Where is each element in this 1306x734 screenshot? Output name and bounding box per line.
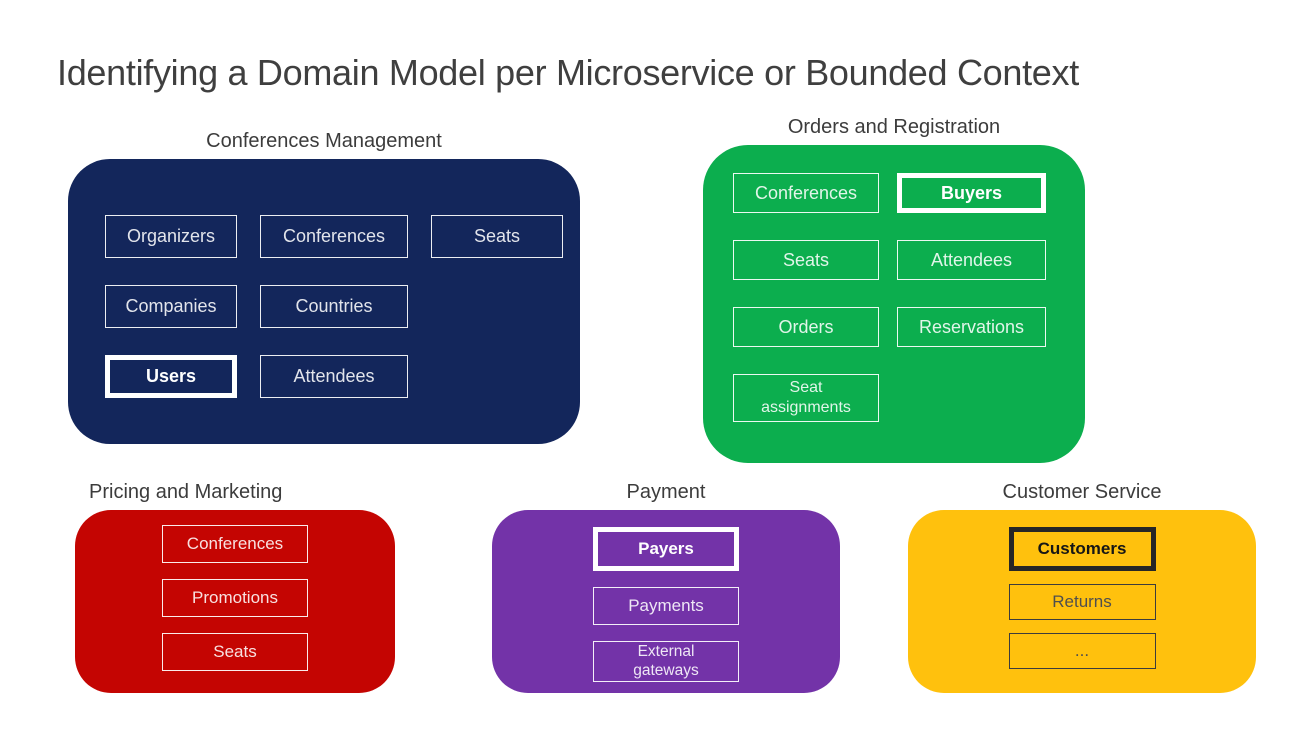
- entity-buyers: Buyers: [897, 173, 1046, 213]
- context-label-payment: Payment: [626, 481, 706, 503]
- page-title: Identifying a Domain Model per Microserv…: [57, 52, 1079, 94]
- entity-row: Seats: [75, 633, 395, 671]
- entity-row: Returns: [908, 584, 1256, 620]
- entity-row: Payments: [492, 587, 840, 625]
- entity-label: Payments: [628, 596, 704, 616]
- entity-label: ...: [1074, 641, 1090, 661]
- entity-ellipsis: ...: [1008, 633, 1156, 669]
- entity-conferences: Conferences: [162, 525, 308, 563]
- entity-row: Conferences Buyers: [733, 173, 1085, 213]
- entity-row: Seat assignments: [733, 374, 1085, 422]
- entity-label: Payers: [638, 539, 694, 559]
- entity-attendees: Attendees: [260, 355, 408, 398]
- entity-label: Returns: [1052, 592, 1112, 612]
- entity-row: Payers: [492, 527, 840, 571]
- entity-label: Companies: [125, 296, 217, 317]
- context-conferences-management: Conferences Management Organizers Confere…: [68, 130, 580, 444]
- entity-label: Users: [145, 366, 197, 387]
- entity-row: Organizers Conferences Seats: [105, 215, 580, 258]
- context-label-orders-and-registration: Orders and Registration: [787, 116, 1001, 138]
- entity-label: Seats: [473, 226, 521, 247]
- context-orders-and-registration: Orders and Registration Conferences Buyer…: [703, 116, 1085, 463]
- entity-countries: Countries: [260, 285, 408, 328]
- entity-label: Reservations: [918, 316, 1025, 337]
- entity-payments: Payments: [593, 587, 739, 625]
- entity-label: Seats: [213, 642, 257, 662]
- entity-attendees: Attendees: [897, 240, 1046, 280]
- entity-promotions: Promotions: [162, 579, 308, 617]
- entity-row: ...: [908, 633, 1256, 669]
- entity-label: Buyers: [940, 182, 1003, 203]
- entity-users: Users: [105, 355, 237, 398]
- context-label-conferences-management: Conferences Management: [206, 130, 442, 152]
- entity-seats: Seats: [431, 215, 563, 258]
- entity-conferences: Conferences: [260, 215, 408, 258]
- entity-label: Organizers: [126, 226, 216, 247]
- entity-payers: Payers: [593, 527, 739, 571]
- entity-conferences: Conferences: [733, 173, 879, 213]
- entity-label: Promotions: [192, 588, 278, 608]
- entity-customers: Customers: [1008, 527, 1156, 571]
- entity-label: Seats: [782, 249, 830, 270]
- entity-label: Conferences: [282, 226, 386, 247]
- entity-label: Attendees: [293, 366, 375, 387]
- entity-returns: Returns: [1008, 584, 1156, 620]
- entity-seats: Seats: [162, 633, 308, 671]
- entity-seats: Seats: [733, 240, 879, 280]
- entity-row: Customers: [908, 527, 1256, 571]
- context-label-customer-service: Customer Service: [1002, 481, 1162, 503]
- entity-label: Conferences: [754, 182, 858, 203]
- entity-label: Seat assignments: [761, 379, 851, 416]
- entity-label: Conferences: [186, 534, 284, 554]
- entity-label: Attendees: [930, 249, 1013, 270]
- entity-label: Customers: [1037, 539, 1127, 559]
- entity-orders: Orders: [733, 307, 879, 347]
- entity-row: Seats Attendees: [733, 240, 1085, 280]
- entity-companies: Companies: [105, 285, 237, 328]
- entity-organizers: Organizers: [105, 215, 237, 258]
- entity-label: External gateways: [633, 643, 699, 680]
- entity-label: Orders: [778, 316, 834, 337]
- entity-row: Users Attendees: [105, 355, 580, 398]
- entity-reservations: Reservations: [897, 307, 1046, 347]
- entity-row: External gateways: [492, 641, 840, 682]
- entity-row: Promotions: [75, 579, 395, 617]
- entity-external-gateways: External gateways: [593, 641, 739, 682]
- entity-seat-assignments: Seat assignments: [733, 374, 879, 422]
- entity-row: Companies Countries: [105, 285, 580, 328]
- context-label-pricing-and-marketing: Pricing and Marketing: [89, 481, 283, 503]
- entity-row: Conferences: [75, 525, 395, 563]
- entity-row: Orders Reservations: [733, 307, 1085, 347]
- entity-label: Countries: [295, 296, 373, 317]
